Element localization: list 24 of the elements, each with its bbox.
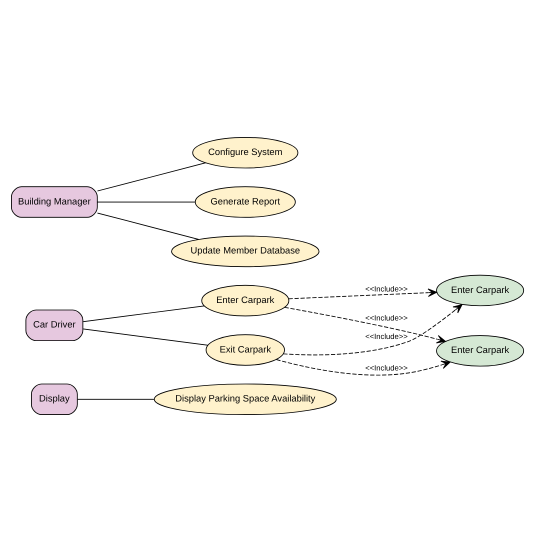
node-ellipse: Configure System	[192, 136, 298, 168]
edge-label: <<Include>>	[365, 284, 408, 293]
edge-label: <<Include>>	[365, 332, 408, 341]
arrow	[284, 306, 446, 343]
connector	[97, 201, 196, 202]
connector	[97, 162, 206, 191]
connector	[82, 304, 205, 322]
connector	[97, 212, 200, 240]
connector	[77, 398, 155, 400]
node-ellipse: Enter Carpark	[436, 274, 524, 306]
arrow	[276, 358, 451, 376]
arrow	[288, 288, 438, 299]
node-ellipse: Exit Carpark	[206, 334, 285, 366]
arrow	[283, 304, 462, 355]
node-box: Car Driver	[25, 309, 84, 341]
node-box: Display	[31, 383, 78, 415]
edge-label: <<Include>>	[365, 312, 408, 322]
node-ellipse: Enter Carpark	[201, 284, 290, 316]
edge-label: <<Include>>	[365, 363, 408, 372]
connector	[82, 328, 208, 346]
node-ellipse: Display Parking Space Availability	[154, 383, 337, 415]
node-ellipse: Generate Report	[194, 186, 296, 218]
node-box: Building Manager	[11, 186, 98, 218]
node-ellipse: Update Member Database	[171, 235, 320, 267]
